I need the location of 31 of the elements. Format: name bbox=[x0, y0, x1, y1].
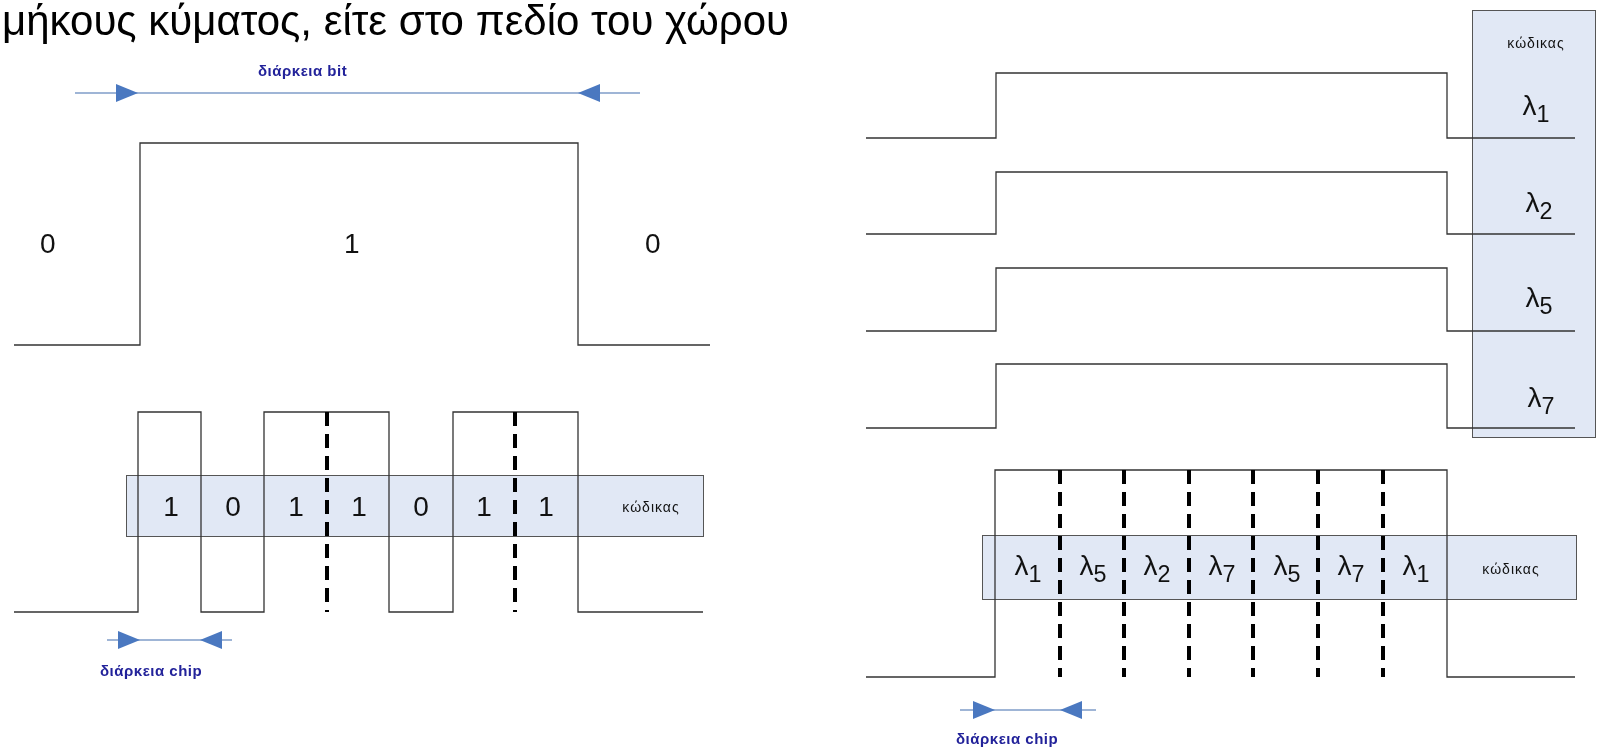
code-symbol: λ$_{7}$ bbox=[1337, 552, 1365, 586]
code-symbol: λ$_{1}$ bbox=[1402, 552, 1430, 586]
bit-value: 1 bbox=[344, 230, 360, 258]
code-band bbox=[126, 475, 704, 537]
code-symbol: 1 bbox=[538, 493, 554, 521]
code-symbol: λ$_{2}$ bbox=[1525, 189, 1553, 223]
code-label: κώδικας bbox=[622, 500, 680, 514]
code-symbol: λ$_{2}$ bbox=[1143, 552, 1171, 586]
dimension-label: διάρκεια chip bbox=[956, 731, 1059, 746]
code-symbol: λ$_{5}$ bbox=[1079, 552, 1107, 586]
code-symbol: 1 bbox=[288, 493, 304, 521]
bit-value: 0 bbox=[40, 230, 56, 258]
code-symbol: λ$_{5}$ bbox=[1525, 284, 1553, 318]
heading-text: μήκους κύματος, είτε στο πεδίο του χώρου bbox=[2, 0, 789, 42]
dimension-label: διάρκεια bit bbox=[258, 63, 348, 78]
code-label: κώδικας bbox=[1482, 562, 1540, 576]
code-symbol: λ$_{1}$ bbox=[1522, 92, 1550, 126]
code-symbol: 1 bbox=[163, 493, 179, 521]
code-label: κώδικας bbox=[1507, 36, 1565, 50]
code-band bbox=[982, 535, 1577, 600]
code-symbol: λ$_{7}$ bbox=[1527, 384, 1555, 418]
bit-value: 0 bbox=[645, 230, 661, 258]
code-symbol: 0 bbox=[225, 493, 241, 521]
dimension-label: διάρκεια chip bbox=[100, 663, 203, 678]
code-symbol: λ$_{1}$ bbox=[1014, 552, 1042, 586]
code-symbol: λ$_{5}$ bbox=[1273, 552, 1301, 586]
code-symbol: 0 bbox=[413, 493, 429, 521]
code-symbol: λ$_{7}$ bbox=[1208, 552, 1236, 586]
code-symbol: 1 bbox=[351, 493, 367, 521]
code-symbol: 1 bbox=[476, 493, 492, 521]
code-band bbox=[1472, 10, 1596, 438]
